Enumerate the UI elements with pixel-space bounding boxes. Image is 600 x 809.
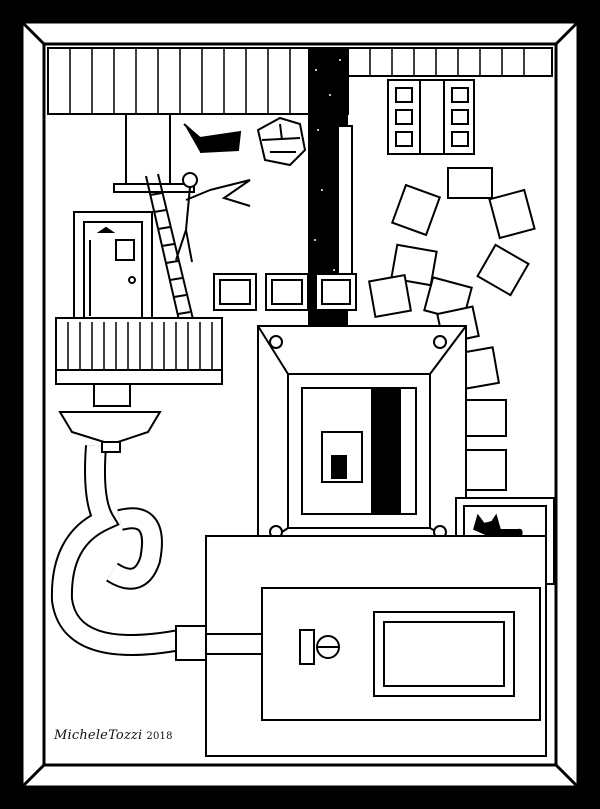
ceiling-planks [47, 47, 553, 115]
bottom-box [205, 535, 547, 757]
ladder-scene [113, 113, 251, 343]
funnel [58, 383, 162, 453]
central-nested-picture [257, 325, 467, 549]
bird-frames-row [213, 273, 357, 311]
signature-name: MicheleTozzi [54, 728, 143, 743]
balcony-railing [55, 317, 223, 385]
window-top-right [387, 79, 475, 155]
signature-year: 2018 [146, 731, 173, 742]
tube [50, 445, 263, 661]
scattered-frames [367, 167, 536, 491]
broken-brick-wall [256, 116, 307, 167]
door [73, 211, 153, 323]
